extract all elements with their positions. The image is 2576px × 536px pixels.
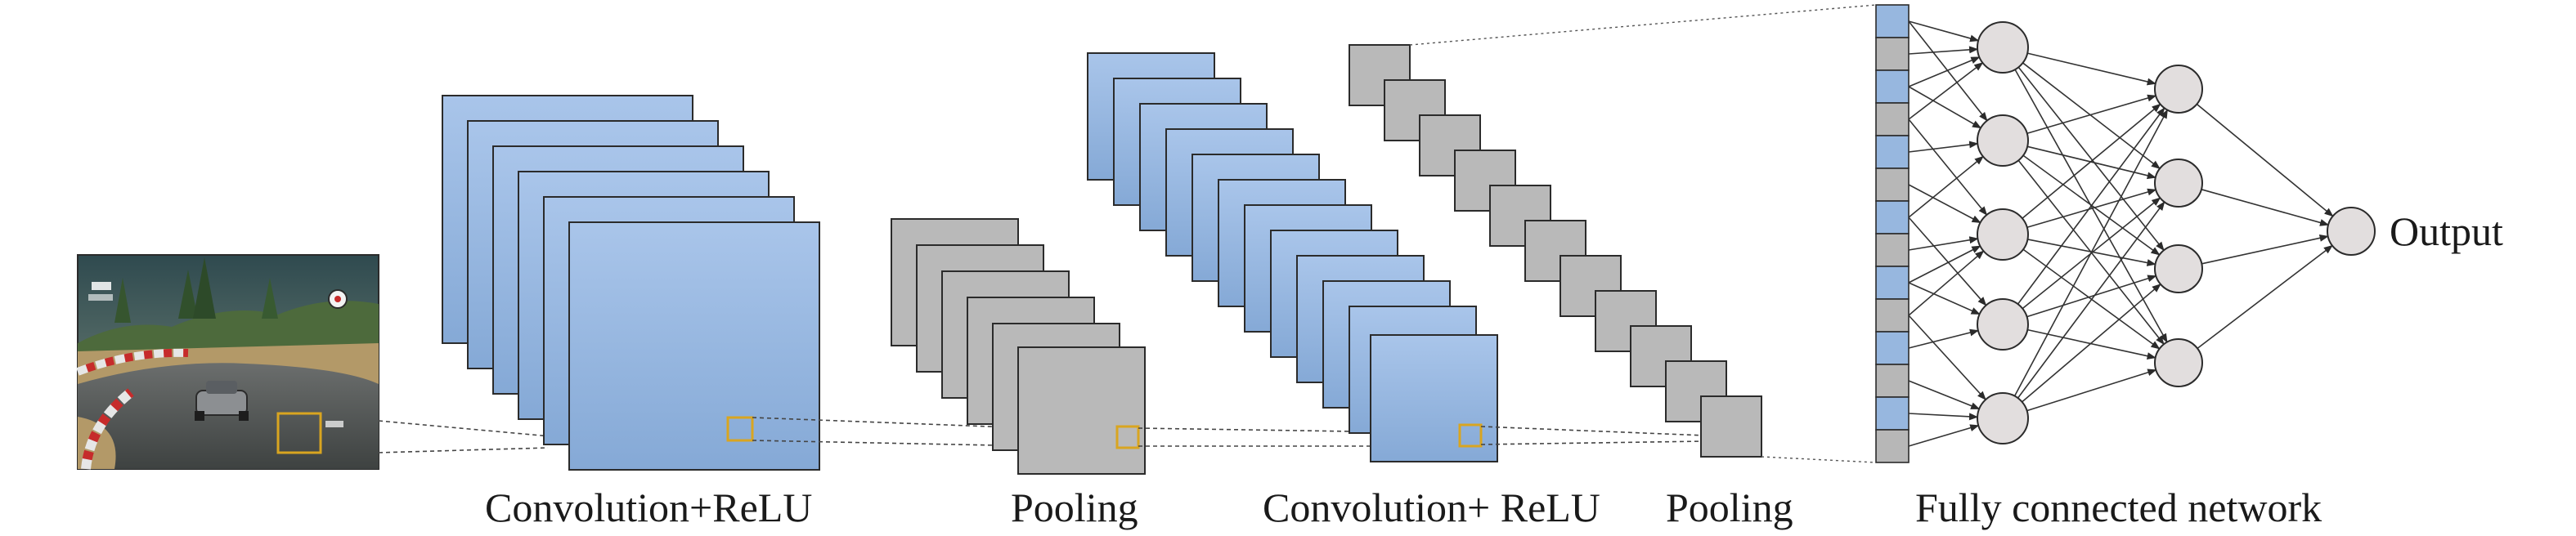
fc-edge <box>2026 52 2156 86</box>
fc-edge <box>1908 184 1981 224</box>
fc-edge <box>2022 103 2161 219</box>
fc-edge <box>1908 282 1981 315</box>
pool1-kernel-window <box>1115 425 1140 449</box>
flatten-cell <box>1875 4 1910 38</box>
fc-edge <box>2026 94 2157 135</box>
fc-edge <box>1908 217 1987 306</box>
output-node <box>2327 207 2376 256</box>
hidden-layer-1-node <box>1977 392 2029 444</box>
fc-edge <box>2201 234 2329 265</box>
fc-edge <box>1908 56 1981 87</box>
fc-nodes <box>1977 21 2376 444</box>
fc-edge <box>2026 275 2157 318</box>
pool2-feature-map-11 <box>1700 395 1762 458</box>
flatten-cell <box>1875 396 1910 431</box>
flatten-cell <box>1875 37 1910 71</box>
hidden-layer-2-node <box>2154 244 2203 293</box>
flatten-cell <box>1875 102 1910 136</box>
pool2-feature-map-10 <box>1665 360 1727 422</box>
fc-label: Fully connected network <box>1915 485 2322 530</box>
hidden-layer-1-node <box>1977 298 2029 351</box>
fc-edge <box>1908 250 1985 316</box>
conv1-stack <box>442 95 820 471</box>
conv1-kernel-window <box>726 416 754 442</box>
flatten-cell <box>1875 233 1910 267</box>
conv2-stack <box>1087 52 1498 462</box>
fc-edge <box>1908 424 1980 447</box>
flatten-vector <box>1875 4 1910 463</box>
fc-edge <box>2201 189 2330 226</box>
flatten-cell <box>1875 200 1910 234</box>
fc-edge <box>1908 118 1988 216</box>
hidden-layer-2-node <box>2154 159 2203 208</box>
fc-edge <box>2026 188 2157 229</box>
fc-edge <box>2017 107 2165 305</box>
conv2-kernel-window <box>1458 423 1483 448</box>
pool1-label: Pooling <box>1011 485 1138 530</box>
car-icon <box>195 381 249 421</box>
fc-edge <box>2197 244 2333 350</box>
fc-edge <box>1908 413 1979 421</box>
flatten-cell <box>1875 266 1910 300</box>
fc-edge <box>2017 201 2165 399</box>
input-image <box>76 254 379 470</box>
fc-edge <box>1908 328 1980 349</box>
fc-edge <box>1908 380 1981 410</box>
pool2-stack <box>1349 44 1762 458</box>
fc-edge <box>1908 62 1984 120</box>
output-label: Output <box>2390 208 2503 254</box>
fc-edge <box>1908 315 1986 400</box>
pool1-stack <box>891 218 1146 475</box>
hidden-layer-1-node <box>1977 208 2029 261</box>
flatten-cell <box>1875 429 1910 463</box>
fc-edge <box>1908 20 1980 42</box>
fc-edge <box>1908 236 1979 251</box>
fc-edge <box>1908 86 1982 129</box>
hidden-layer-1-node <box>1977 21 2029 74</box>
flatten-cell <box>1875 135 1910 169</box>
conv1-feature-map-6 <box>568 221 820 471</box>
pool2-label: Pooling <box>1666 485 1793 530</box>
hidden-layer-1-node <box>1977 114 2029 167</box>
flatten-cell <box>1875 364 1910 398</box>
fc-edge <box>2026 368 2157 412</box>
conv2-label: Convolution+ ReLU <box>1263 485 1600 530</box>
fc-edge <box>1908 245 1981 284</box>
hidden-layer-2-node <box>2154 65 2203 114</box>
flatten-cell <box>1875 69 1910 104</box>
pool2-feature-map-1 <box>1349 44 1411 106</box>
fc-connections <box>1908 20 2334 447</box>
flatten-cell <box>1875 168 1910 202</box>
fc-edge <box>2017 66 2165 252</box>
conv2-feature-map-12 <box>1370 334 1498 462</box>
flatten-cell <box>1875 331 1910 365</box>
conv1-label: Convolution+ReLU <box>485 485 813 530</box>
fc-edge <box>1908 46 1979 55</box>
fc-edge <box>2196 103 2334 217</box>
fc-edge <box>1908 141 1979 153</box>
fc-edge <box>1908 155 1984 218</box>
fc-edge <box>2022 62 2161 169</box>
flatten-cell <box>1875 298 1910 333</box>
fc-edge <box>2013 109 2169 397</box>
pool1-feature-map-6 <box>1017 346 1146 475</box>
fc-edge <box>2022 284 2161 403</box>
hidden-layer-2-node <box>2154 338 2203 387</box>
